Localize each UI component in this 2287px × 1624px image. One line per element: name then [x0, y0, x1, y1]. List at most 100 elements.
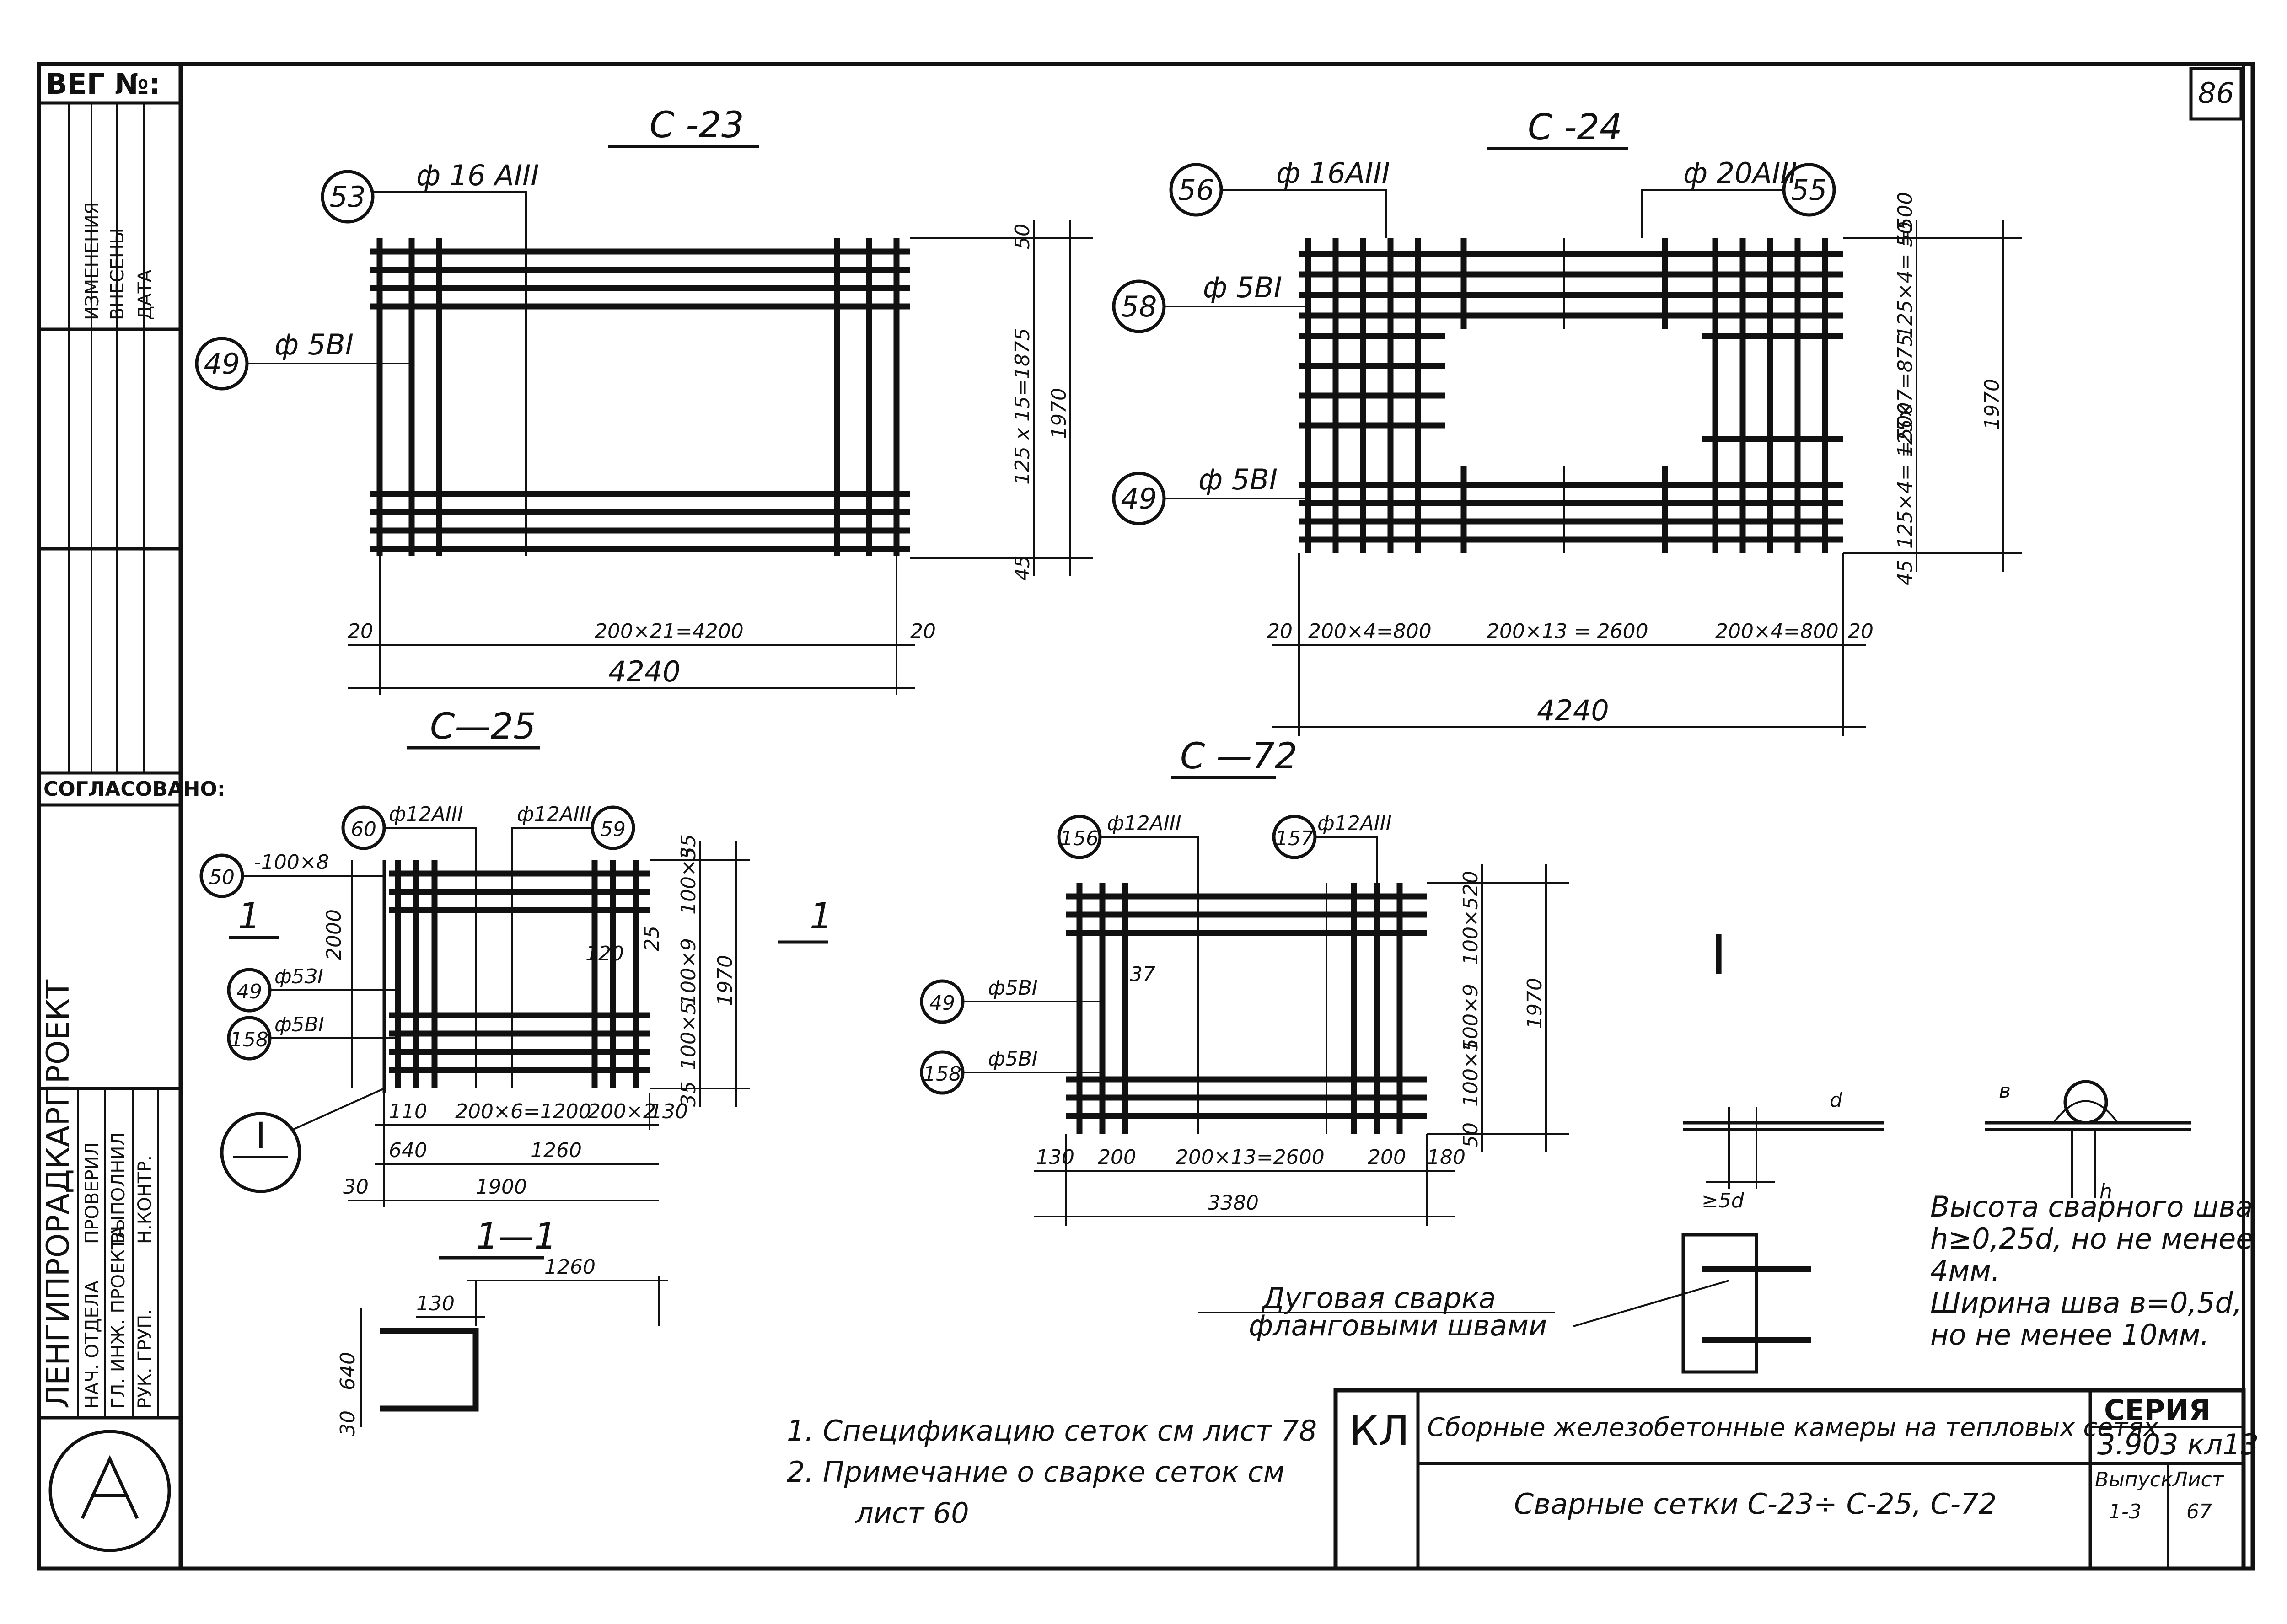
- detail-weld-label-2: фланговыми швами: [1249, 1309, 1547, 1342]
- c72-dim-v-1: 100×5: [1459, 897, 1482, 965]
- detail-i: I d ≥5d Дуговая сварка фланговыми швами …: [1198, 924, 2253, 1374]
- c25-marker-59-label: 59: [600, 818, 626, 841]
- c24-bar-49: ф 5ВI: [1198, 463, 1278, 496]
- c24-dim-r: 20: [1848, 620, 1874, 643]
- c72-dim-span: 200×13=2600: [1176, 1146, 1325, 1169]
- c25-dim-110: 110: [389, 1100, 427, 1123]
- c25-dim-120: 120: [585, 942, 624, 965]
- c25-bar-59: ф12АIII: [517, 803, 591, 826]
- c23-bar-left: ф 5ВI: [274, 328, 354, 361]
- c24-marker-49-label: 49: [1121, 482, 1157, 515]
- c23-dim-v-mid: 125 x 15=1875: [1011, 328, 1034, 485]
- c25-title: С—25: [430, 706, 536, 747]
- tb-issue-label: Выпуск: [2095, 1468, 2173, 1491]
- tb-series-label: СЕРИЯ: [2104, 1394, 2211, 1427]
- mesh-c25: С—25 60 ф12АIII 59 ф12АIII 5: [199, 706, 832, 1207]
- c72-bar-157: ф12АIII: [1317, 812, 1392, 835]
- general-notes: 1. Спецификацию сеток см лист 78 2. Прим…: [787, 1414, 1317, 1530]
- detail-bar-section: [2063, 1080, 2108, 1125]
- role-3: РУК. ГРУП.: [134, 1309, 156, 1409]
- c25-dim-200x2: 200×2: [588, 1100, 656, 1123]
- section-dim-1260: 1260: [544, 1255, 596, 1279]
- detail-dim-d: d: [1830, 1088, 1843, 1112]
- soglasovano-label: СОГЛАСОВАНО:: [43, 777, 225, 801]
- c25-dim-130: 130: [650, 1100, 688, 1123]
- section-dim-640: 640: [336, 1352, 360, 1390]
- section-dim-130: 130: [416, 1292, 455, 1315]
- c25-dim-1260: 1260: [531, 1139, 582, 1162]
- c24-dim-total: 4240: [1537, 694, 1609, 727]
- mesh-c24: С -24: [1112, 107, 2022, 736]
- c23-dim-v-top: 50: [1011, 224, 1034, 249]
- c24-bar-56: ф 16АIII: [1276, 156, 1390, 190]
- c23-bar-top: ф 16 АIII: [416, 159, 539, 192]
- changes-header: ИЗМЕНЕНИЯ: [82, 202, 103, 321]
- c23-marker-53: [321, 170, 375, 224]
- c25-section-left: 1: [238, 896, 261, 937]
- c25-dim-v-2: 25: [640, 926, 664, 951]
- changes-date: ДАТА: [134, 269, 156, 320]
- tb-code: КЛ: [1349, 1407, 1410, 1455]
- detail-dim-5d: ≥5d: [1702, 1189, 1745, 1212]
- org-logo: [48, 1430, 171, 1552]
- c23-marker-53-label: 53: [330, 180, 366, 214]
- c23-title: С -23: [650, 105, 744, 146]
- org-name-vertical: ЛЕНГИПРОРАДКАРПРОЕКТ: [40, 979, 76, 1409]
- reg-no-label: ВЕГ №:: [46, 67, 160, 101]
- c25-bars: [382, 860, 650, 1093]
- detail-title: I: [1711, 924, 1727, 987]
- c24-marker-58-label: 58: [1121, 290, 1157, 323]
- c72-dim-total: 3380: [1208, 1191, 1259, 1215]
- c23-dim-v-bot: 45: [1011, 555, 1034, 581]
- c24-marker-55-label: 55: [1791, 173, 1827, 207]
- c72-dim-v-2: 100×9: [1459, 984, 1482, 1052]
- tb-issue-value: 1-3: [2109, 1500, 2142, 1523]
- c72-dim-v-0: 20: [1459, 871, 1482, 896]
- section-1-1: 1—1 1260 130 640 30: [336, 1216, 668, 1436]
- c25-callout-circle: [220, 1112, 301, 1193]
- tb-series-value: 3.903 кл13: [2097, 1428, 2259, 1461]
- note-3: лист 60: [855, 1496, 969, 1530]
- c72-dim-v-total: 1970: [1523, 978, 1546, 1029]
- c23-transverse-bars: [376, 238, 900, 556]
- c72-marker-156-label: 156: [1060, 827, 1099, 850]
- tb-sheet-label: Лист: [2172, 1468, 2224, 1491]
- tb-sheet-value: 67: [2186, 1500, 2212, 1523]
- detail-weld-plate: [1681, 1233, 1758, 1374]
- c25-section-right: 1: [810, 896, 832, 937]
- c25-dim-1900: 1900: [476, 1175, 527, 1199]
- role-5: ВЫПОЛНИЛ: [108, 1132, 129, 1244]
- detail-dim-h: h: [2099, 1180, 2112, 1203]
- c25-dim-v-total: 1970: [714, 955, 737, 1006]
- c72-bar-158: ф5ВI: [988, 1047, 1038, 1071]
- tb-project: Сборные железобетонные камеры на тепловы…: [1427, 1413, 2159, 1442]
- c72-title: С —72: [1180, 736, 1298, 777]
- c25-marker-158-label: 158: [230, 1028, 268, 1051]
- mesh-c23: С -23 53 ф 16 АIII 49 ф: [195, 105, 1093, 695]
- c25-marker-50-label: 50: [209, 866, 235, 889]
- c24-marker-56-label: 56: [1178, 173, 1214, 207]
- c72-marker-49-label: 49: [929, 992, 955, 1015]
- c72-bars: [1066, 883, 1427, 1134]
- role-6: Н.КОНТР.: [134, 1155, 156, 1244]
- c25-dim-v-3: 100×9: [677, 938, 700, 1006]
- role-1: НАЧ. ОТДЕЛА: [82, 1280, 103, 1409]
- c24-dim-v-3: 125×4= =500: [1894, 402, 1917, 549]
- c23-dim-left: 20: [348, 620, 373, 643]
- c72-dim-v-3: 100×5: [1459, 1039, 1482, 1107]
- c25-bar-50: -100×8: [254, 851, 329, 874]
- c23-marker-49-label: 49: [204, 347, 240, 381]
- section-title: 1—1: [476, 1216, 557, 1257]
- c24-transverse-bars: [1305, 238, 1828, 553]
- c25-bar-49: ф5ЗI: [274, 965, 323, 988]
- c24-dim-c: 200×4=800: [1715, 620, 1839, 643]
- c72-marker-158-label: 158: [923, 1062, 961, 1086]
- c23-dim-total: 4240: [608, 655, 681, 688]
- c25-dim-640: 640: [389, 1139, 427, 1162]
- note-2: 2. Примечание о сварке сеток см: [787, 1455, 1285, 1489]
- role-4: ПРОВЕРИЛ: [82, 1142, 103, 1244]
- c72-dim-200a: 200: [1098, 1146, 1136, 1169]
- c24-bar-58: ф 5ВI: [1203, 271, 1282, 304]
- sheet-number-box: [2189, 67, 2243, 121]
